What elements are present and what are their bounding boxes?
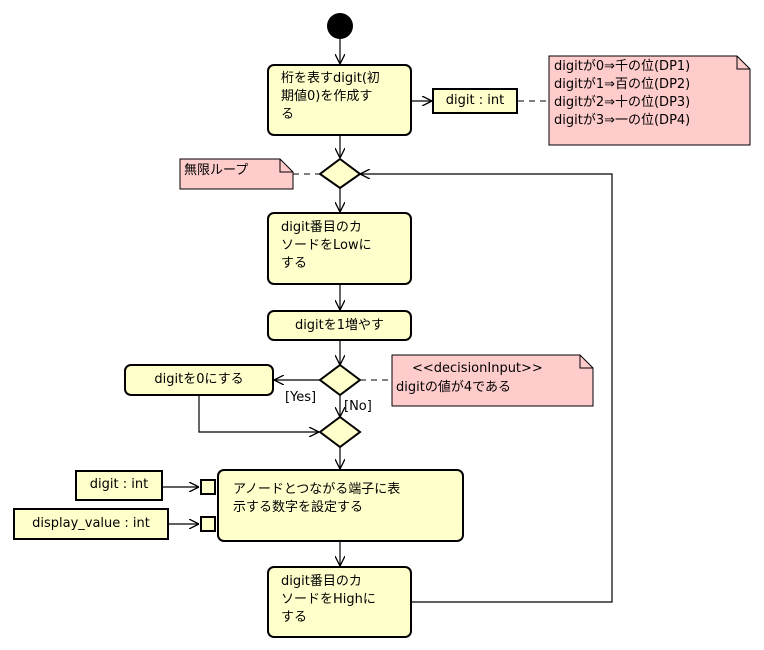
infinite-loop-note-shape (179, 158, 294, 190)
increment-digit-action-label: digitを1増やす (294, 318, 385, 333)
initial-node (327, 13, 353, 39)
digit-mapping-note-text: digitが0⇒千の位(DP1) digitが1⇒百の位(DP2) digitが… (554, 59, 691, 128)
reset-digit-action-label: digitを0にする (154, 372, 244, 387)
decision-input-note: <<decisionInput>> digitの値が4である (392, 360, 593, 406)
digit-output-object-label: digit : int (445, 93, 505, 108)
decision-input-note-shape (391, 354, 594, 407)
display-value-input-object-label: display_value : int (32, 516, 150, 531)
cathode-high-action[interactable]: digit番目のカ ソードをHighに する (267, 566, 412, 638)
digit-mapping-note: digitが0⇒千の位(DP1) digitが1⇒百の位(DP2) digitが… (549, 58, 750, 145)
loop-merge-node (318, 157, 362, 190)
note-anchors (293, 100, 549, 381)
digit-input-object[interactable]: digit : int (75, 470, 163, 501)
create-digit-action-label: 桁を表すdigit(初 期値0)を作成す る (281, 71, 380, 122)
infinite-loop-note-text: 無限ループ (184, 163, 249, 178)
set-display-action-label: アノードとつながる端子に表 示する数字を設定する (233, 482, 401, 515)
reset-digit-action[interactable]: digitを0にする (124, 364, 274, 396)
digit-merge-node (318, 415, 362, 449)
infinite-loop-note: 無限ループ (180, 162, 293, 189)
digit-decision-node (318, 363, 362, 397)
cathode-low-action[interactable]: digit番目のカ ソードをLowに する (267, 212, 412, 285)
decision-input-condition: digitの値が4である (396, 380, 511, 395)
digit-output-object[interactable]: digit : int (432, 88, 518, 114)
display-value-input-object[interactable]: display_value : int (13, 508, 169, 540)
cathode-high-action-label: digit番目のカ ソードをHighに する (281, 574, 376, 625)
no-guard-label: [No] (344, 399, 372, 414)
display-value-input-pin[interactable] (200, 516, 216, 532)
digit-mapping-note-shape (548, 55, 751, 146)
set-display-action[interactable]: アノードとつながる端子に表 示する数字を設定する (217, 469, 464, 542)
digit-input-pin[interactable] (200, 479, 216, 495)
yes-guard-label: [Yes] (285, 390, 317, 405)
create-digit-action[interactable]: 桁を表すdigit(初 期値0)を作成す る (267, 64, 412, 136)
decision-input-stereotype: <<decisionInput>> (412, 361, 543, 376)
flow-loop-back (360, 174, 613, 603)
flow-reset-to-merge (198, 396, 319, 432)
cathode-low-action-label: digit番目のカ ソードをLowに する (281, 220, 372, 271)
digit-input-object-label: digit : int (89, 477, 149, 492)
increment-digit-action[interactable]: digitを1増やす (267, 310, 412, 341)
control-flows (163, 39, 613, 603)
